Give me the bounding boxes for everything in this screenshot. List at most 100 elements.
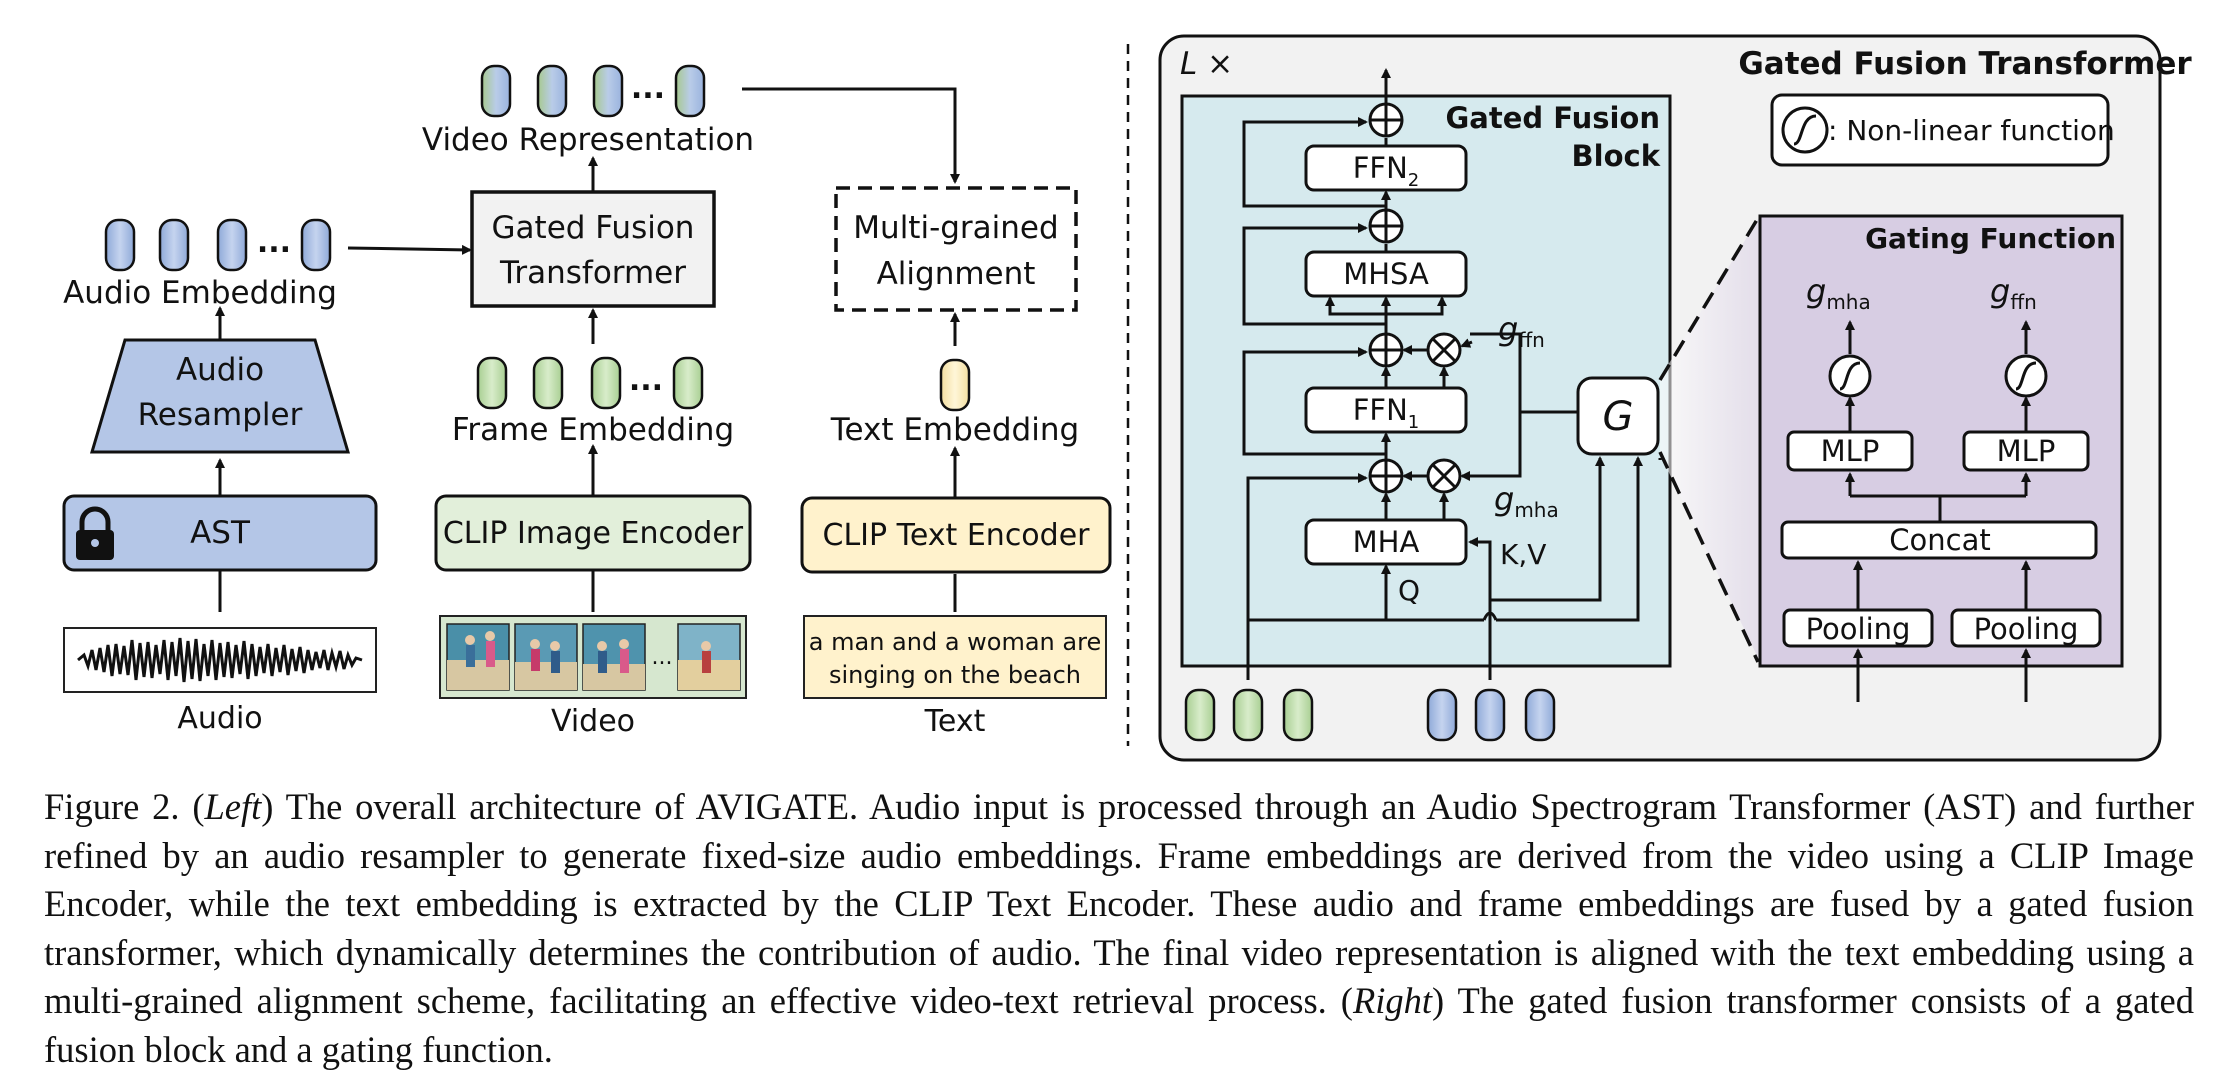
gate-node: G (1576, 376, 1660, 456)
gate-label: G (1603, 394, 1634, 440)
q-label: Q (1398, 574, 1420, 607)
gated-fusion-transformer-box: Gated Fusion Transformer (470, 190, 716, 308)
clip-text-encoder-box: CLIP Text Encoder (800, 496, 1112, 574)
pooling-box-left: Pooling (1782, 608, 1934, 648)
zoom-fan (1660, 216, 1760, 662)
block-title-line2: Block (1572, 139, 1661, 173)
add-node-top (1368, 102, 1404, 138)
frame-token-ellipsis: ... (629, 363, 663, 398)
arrow-mhsa-q (1325, 296, 1386, 316)
concat-label: Concat (1889, 523, 1990, 557)
video-frame (677, 623, 741, 691)
add-node-ffn (1368, 332, 1404, 368)
residual-ffn2 (1242, 117, 1386, 208)
frame-to-gate (1496, 456, 1643, 622)
audio-embedding-tokens: ... (104, 218, 332, 272)
caption-figure: Figure 2. ( (44, 786, 205, 827)
pooling-right-label: Pooling (1974, 612, 2079, 646)
arrow-mhsa-v (1386, 296, 1447, 316)
panel-title: Gated Fusion Transformer (1738, 46, 2192, 82)
residual-ffn1 (1242, 347, 1386, 456)
video-token (592, 64, 624, 118)
g-ffn-label: gffn (1498, 310, 1545, 352)
fusion-label-line1: Gated Fusion (492, 210, 695, 246)
mlp-right-label: MLP (1997, 434, 2056, 468)
arrow-representation-to-alignment (742, 87, 960, 184)
g-mha-label: gmha (1494, 480, 1559, 522)
frame-embedding-label: Frame Embedding (452, 412, 734, 448)
mha-box: MHA (1304, 518, 1468, 566)
caption-right-tag: Right (1352, 980, 1433, 1021)
resampler-label-line1: Audio (176, 352, 264, 388)
residual-mhsa (1242, 223, 1386, 326)
link-gmha-gate (1460, 420, 1522, 481)
resampler-label-line2: Resampler (138, 397, 303, 433)
frame-token (590, 356, 622, 410)
fusion-label-line2: Transformer (499, 255, 686, 291)
video-token (480, 64, 512, 118)
line-hop (1482, 611, 1498, 621)
add-node-mha (1368, 458, 1404, 494)
video-token-ellipsis: ... (631, 71, 665, 106)
audio-token (1426, 688, 1458, 742)
zoom-line-top (1658, 217, 1760, 381)
concat-box: Concat (1780, 520, 2098, 560)
mlp-left-label: MLP (1821, 434, 1880, 468)
multi-grained-alignment-box: Multi-grained Alignment (834, 186, 1078, 312)
audio-token (158, 218, 190, 272)
nonlinear-legend: : Non-linear function (1770, 93, 2115, 167)
gating-g-mha-label: gmha (1806, 272, 1871, 314)
video-representation-label: Video Representation (422, 122, 754, 158)
nonlinear-function-icon (2004, 354, 2048, 398)
ffn2-box: FFN2 (1304, 144, 1468, 192)
mhsa-box: MHSA (1304, 250, 1468, 298)
repeat-label: L × (1180, 46, 1233, 82)
kv-label: K,V (1500, 538, 1546, 571)
audio-token (300, 218, 332, 272)
ffn1-label: FFN1 (1353, 393, 1420, 433)
pooling-box-right: Pooling (1950, 608, 2102, 648)
frame-embedding-tokens: ... (476, 356, 704, 410)
arrow-kv-to-mha (1468, 537, 1492, 680)
block-title-line1: Gated Fusion (1445, 101, 1660, 135)
ffn1-box: FFN1 (1304, 386, 1468, 434)
text-embedding-token (939, 358, 971, 412)
clip-image-encoder-label: CLIP Image Encoder (443, 516, 744, 551)
text-embedding-label: Text Embedding (830, 412, 1079, 448)
mha-label: MHA (1353, 525, 1420, 559)
pooling-left-label: Pooling (1806, 612, 1911, 646)
multiply-node-mha (1426, 458, 1462, 494)
audio-resampler-box: Audio Resampler (89, 338, 351, 454)
video-token (674, 64, 706, 118)
frame-token (1282, 688, 1314, 742)
legend-text: : Non-linear function (1828, 114, 2115, 147)
text-input-line1: a man and a woman are (809, 628, 1101, 656)
audio-token (1474, 688, 1506, 742)
architecture-diagram: Audio AST Audio Resampler Audio Embeddin… (62, 34, 2192, 762)
caption-part2: ) The gated fusion transformer consists … (44, 980, 2194, 1070)
video-label: Video (551, 704, 635, 739)
frame-token (476, 356, 508, 410)
nonlinear-function-icon (1828, 354, 1872, 398)
mlp-box-right: MLP (1962, 430, 2090, 472)
audio-embedding-label: Audio Embedding (63, 275, 337, 311)
clip-text-encoder-label: CLIP Text Encoder (823, 518, 1091, 553)
add-node-mhsa (1368, 208, 1404, 244)
audio-token (104, 218, 136, 272)
frame-token (672, 356, 704, 410)
alignment-label-line1: Multi-grained (853, 210, 1058, 246)
frame-token (532, 356, 564, 410)
video-token (536, 64, 568, 118)
caption-part1: ) The overall architecture of AVIGATE. A… (44, 786, 2194, 1021)
multiply-node-ffn (1426, 332, 1462, 368)
audio-token (216, 218, 248, 272)
frame-token (1232, 688, 1264, 742)
text-input-box: a man and a woman are singing on the bea… (803, 615, 1107, 699)
video-frame (446, 623, 510, 691)
gating-title: Gating Function (1865, 222, 2116, 255)
video-representation-tokens: ... (480, 64, 706, 118)
residual-mha (1246, 473, 1368, 620)
video-frame (514, 623, 578, 691)
mlp-box-left: MLP (1786, 430, 1914, 472)
